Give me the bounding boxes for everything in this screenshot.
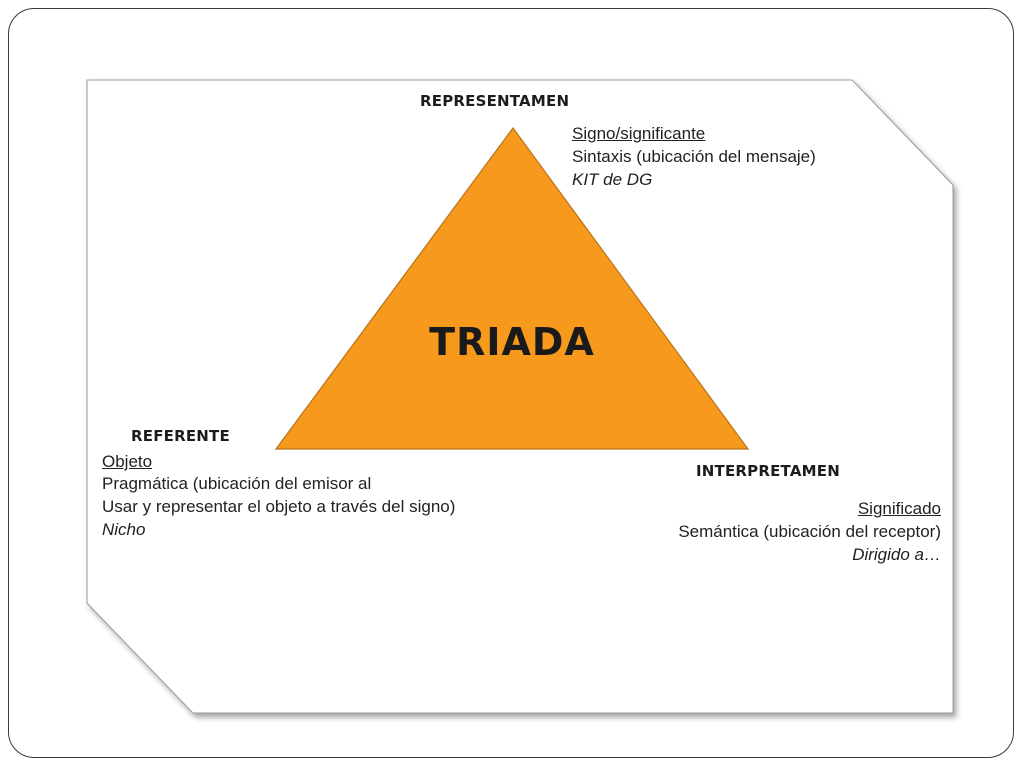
triad-triangle <box>274 126 750 450</box>
interpretamen-line-2: Semántica (ubicación del receptor) <box>678 522 941 541</box>
interpretamen-line-1: Significado <box>857 499 941 518</box>
interpretamen-line-3: Dirigido a… <box>852 545 941 564</box>
interpretamen-heading: INTERPRETAMEN <box>696 462 840 480</box>
referente-heading: REFERENTE <box>131 427 230 445</box>
triad-center-label: TRIADA <box>429 320 595 364</box>
representamen-heading: REPRESENTAMEN <box>420 92 570 110</box>
representamen-line-2: Sintaxis (ubicación del mensaje) <box>572 147 816 166</box>
representamen-line-1: Signo/significante <box>572 124 706 143</box>
referente-line-4: Nicho <box>102 520 146 539</box>
referente-line-3: Usar y representar el objeto a través de… <box>102 497 456 516</box>
referente-line-2: Pragmática (ubicación del emisor al <box>102 474 372 493</box>
referente-line-1: Objeto <box>102 452 153 471</box>
representamen-line-3: KIT de DG <box>572 170 653 189</box>
